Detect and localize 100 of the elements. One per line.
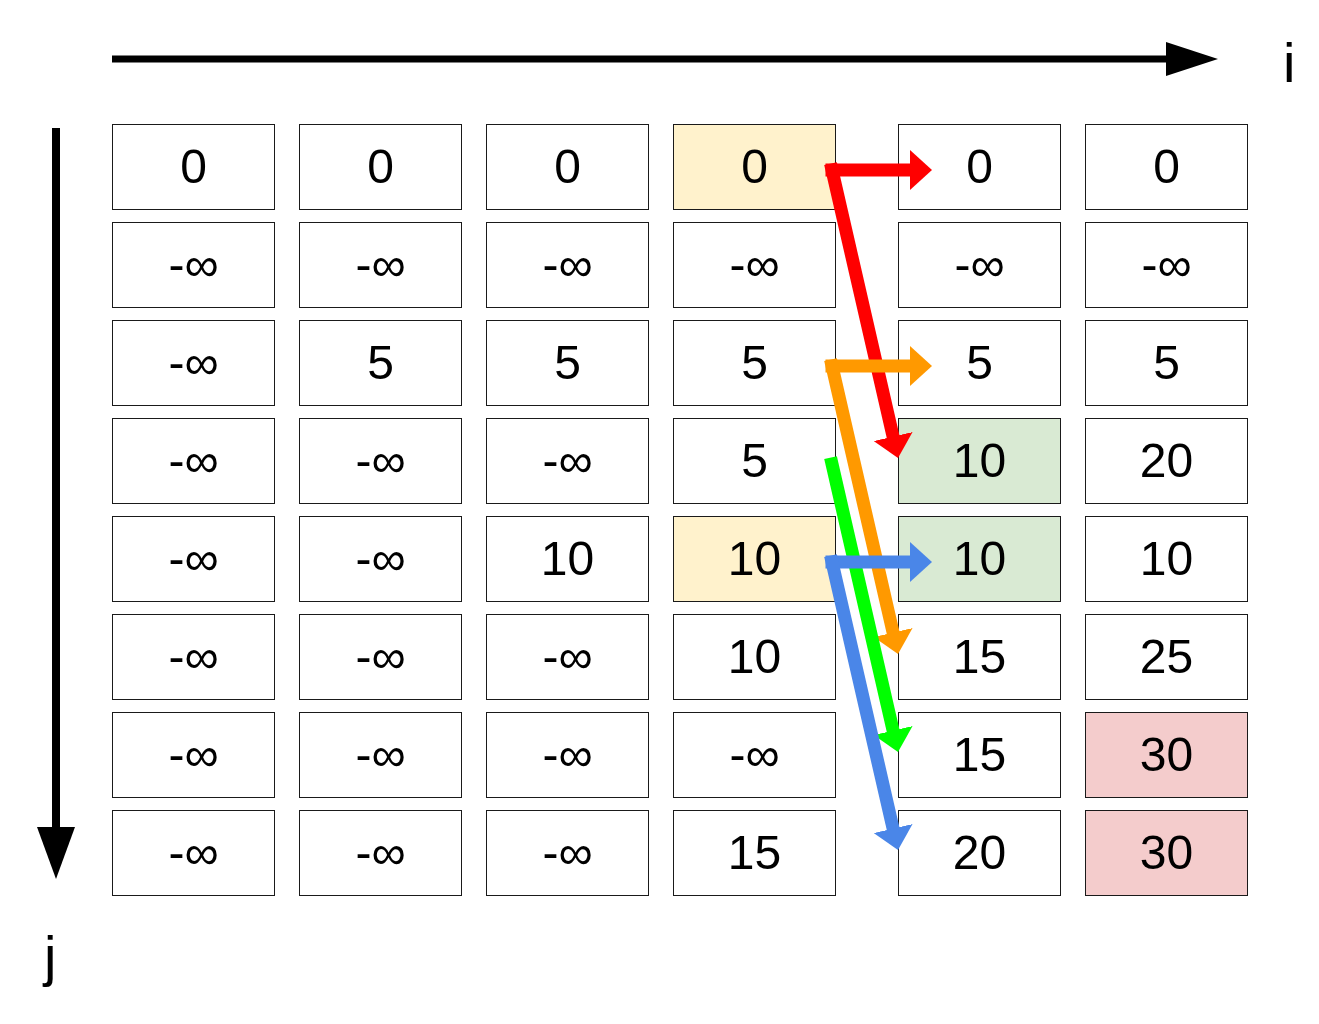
value-text: -∞	[729, 241, 780, 289]
value-text: 15	[727, 829, 782, 877]
table-cell	[112, 712, 275, 798]
table-cell	[486, 516, 649, 602]
value-text: 20	[952, 829, 1007, 877]
table-cell	[898, 516, 1061, 602]
table-cell	[112, 614, 275, 700]
value-text: 0	[966, 143, 993, 191]
table-cell	[486, 810, 649, 896]
value-text: -∞	[168, 829, 219, 877]
value-text: -∞	[542, 633, 593, 681]
table-cell	[1085, 712, 1248, 798]
value-text: 5	[554, 339, 581, 387]
table-cell	[1085, 810, 1248, 896]
value-text: 0	[180, 143, 207, 191]
table-cell	[1085, 418, 1248, 504]
value-text: -∞	[355, 535, 406, 583]
table-cell	[299, 712, 462, 798]
table-cell	[486, 614, 649, 700]
value-text: 10	[727, 633, 782, 681]
value-text: -∞	[355, 437, 406, 485]
value-text: -∞	[168, 633, 219, 681]
table-cell	[673, 320, 836, 406]
table-cell	[299, 516, 462, 602]
value-text: 5	[367, 339, 394, 387]
value-text: 20	[1139, 437, 1194, 485]
value-text: -∞	[168, 731, 219, 779]
value-text: 10	[540, 535, 595, 583]
table-cell	[673, 124, 836, 210]
table-cell	[898, 810, 1061, 896]
value-text: -∞	[168, 339, 219, 387]
axis-label: i	[1283, 31, 1296, 96]
value-text: 10	[1139, 535, 1194, 583]
value-text: -∞	[542, 829, 593, 877]
arrow	[825, 542, 932, 582]
arrow	[825, 150, 932, 190]
value-text: -∞	[355, 731, 406, 779]
table-cell	[486, 418, 649, 504]
table-cell	[299, 222, 462, 308]
value-text: 5	[966, 339, 993, 387]
table-cell	[673, 418, 836, 504]
value-text: 0	[367, 143, 394, 191]
table-cell	[299, 320, 462, 406]
table-cell	[486, 320, 649, 406]
value-text: 30	[1139, 829, 1194, 877]
table-cell	[673, 712, 836, 798]
value-text: -∞	[355, 633, 406, 681]
arrow	[825, 346, 932, 386]
value-text: 0	[554, 143, 581, 191]
value-text: 15	[952, 633, 1007, 681]
value-text: 5	[1153, 339, 1180, 387]
table-cell	[112, 516, 275, 602]
value-text: -∞	[729, 731, 780, 779]
table-cell	[486, 124, 649, 210]
value-text: 30	[1139, 731, 1194, 779]
value-text: 5	[741, 339, 768, 387]
value-text: -∞	[542, 731, 593, 779]
value-text: -∞	[355, 241, 406, 289]
value-text: -∞	[954, 241, 1005, 289]
table-cell	[299, 124, 462, 210]
value-text: 15	[952, 731, 1007, 779]
table-cell	[112, 320, 275, 406]
table-cell	[898, 418, 1061, 504]
arrow	[825, 163, 913, 458]
value-text: -∞	[542, 241, 593, 289]
table-cell	[112, 418, 275, 504]
table-cell	[898, 712, 1061, 798]
value-text: -∞	[168, 437, 219, 485]
value-text: 10	[952, 437, 1007, 485]
table-cell	[112, 810, 275, 896]
table-cell	[1085, 516, 1248, 602]
table-cell	[1085, 222, 1248, 308]
value-text: -∞	[542, 437, 593, 485]
table-cell	[299, 810, 462, 896]
table-cell	[673, 222, 836, 308]
table-cell	[486, 712, 649, 798]
table-cell	[112, 124, 275, 210]
value-text: 10	[952, 535, 1007, 583]
table-cell	[898, 222, 1061, 308]
table-cell	[898, 124, 1061, 210]
table-cell	[673, 614, 836, 700]
table-cell	[112, 222, 275, 308]
table-cell	[1085, 124, 1248, 210]
table-cell	[898, 614, 1061, 700]
table-cell	[299, 614, 462, 700]
value-text: -∞	[168, 241, 219, 289]
value-text: 25	[1139, 633, 1194, 681]
value-text: -∞	[355, 829, 406, 877]
table-cell	[898, 320, 1061, 406]
table-cell	[486, 222, 649, 308]
axis-label: j	[44, 924, 57, 989]
value-text: -∞	[1141, 241, 1192, 289]
arrow	[825, 457, 913, 752]
value-text: 0	[1153, 143, 1180, 191]
table-cell	[299, 418, 462, 504]
value-text: -∞	[168, 535, 219, 583]
table-cell	[1085, 320, 1248, 406]
table-cell	[673, 810, 836, 896]
arrow	[825, 555, 913, 850]
value-text: 5	[741, 437, 768, 485]
